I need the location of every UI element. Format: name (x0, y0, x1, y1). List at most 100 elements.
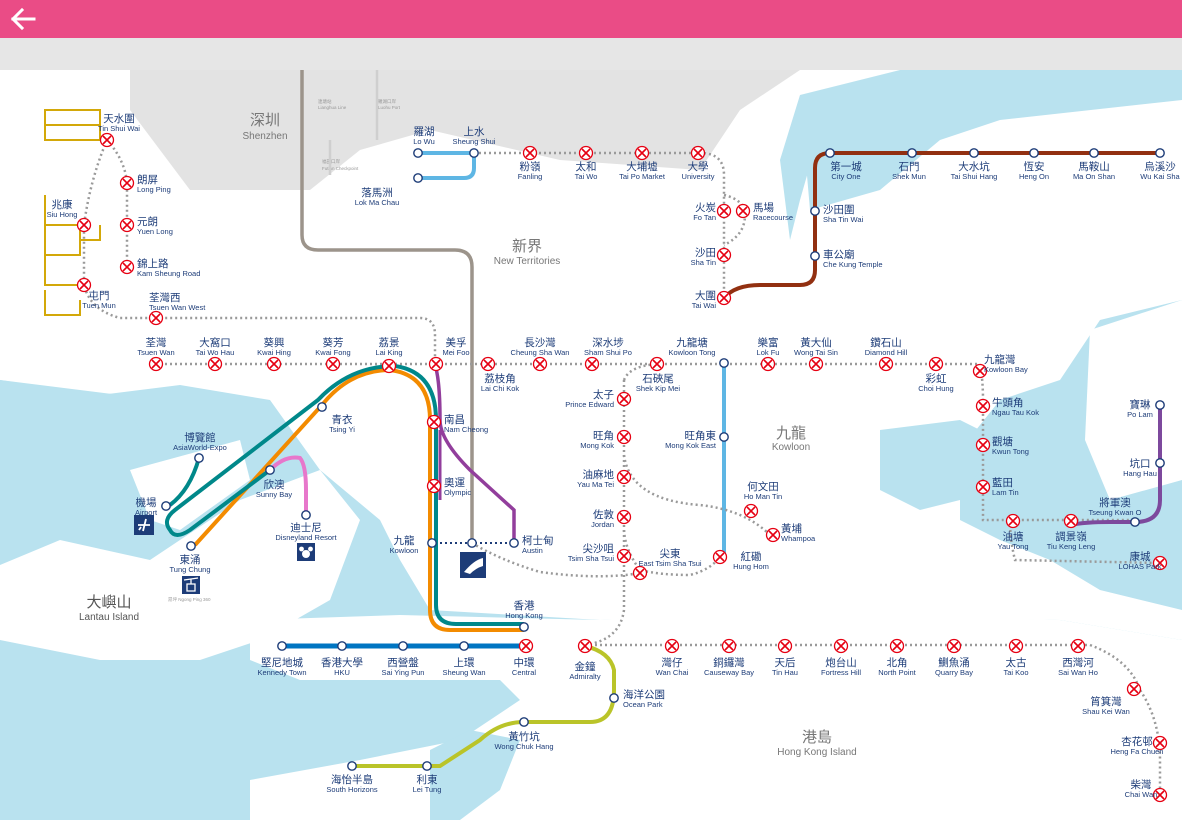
back-button[interactable] (6, 4, 38, 34)
mtr-map[interactable]: 深圳 Shenzhen 新界 New Territories 九龍 Kowloo… (0, 70, 1182, 820)
station-name-en: Yau Tong (998, 542, 1029, 551)
station-name-en: Quarry Bay (935, 668, 973, 677)
north-lantau-sea (0, 380, 220, 660)
station-name-zh: 堅尼地城 (261, 656, 303, 669)
airport-express-expo (168, 457, 201, 507)
